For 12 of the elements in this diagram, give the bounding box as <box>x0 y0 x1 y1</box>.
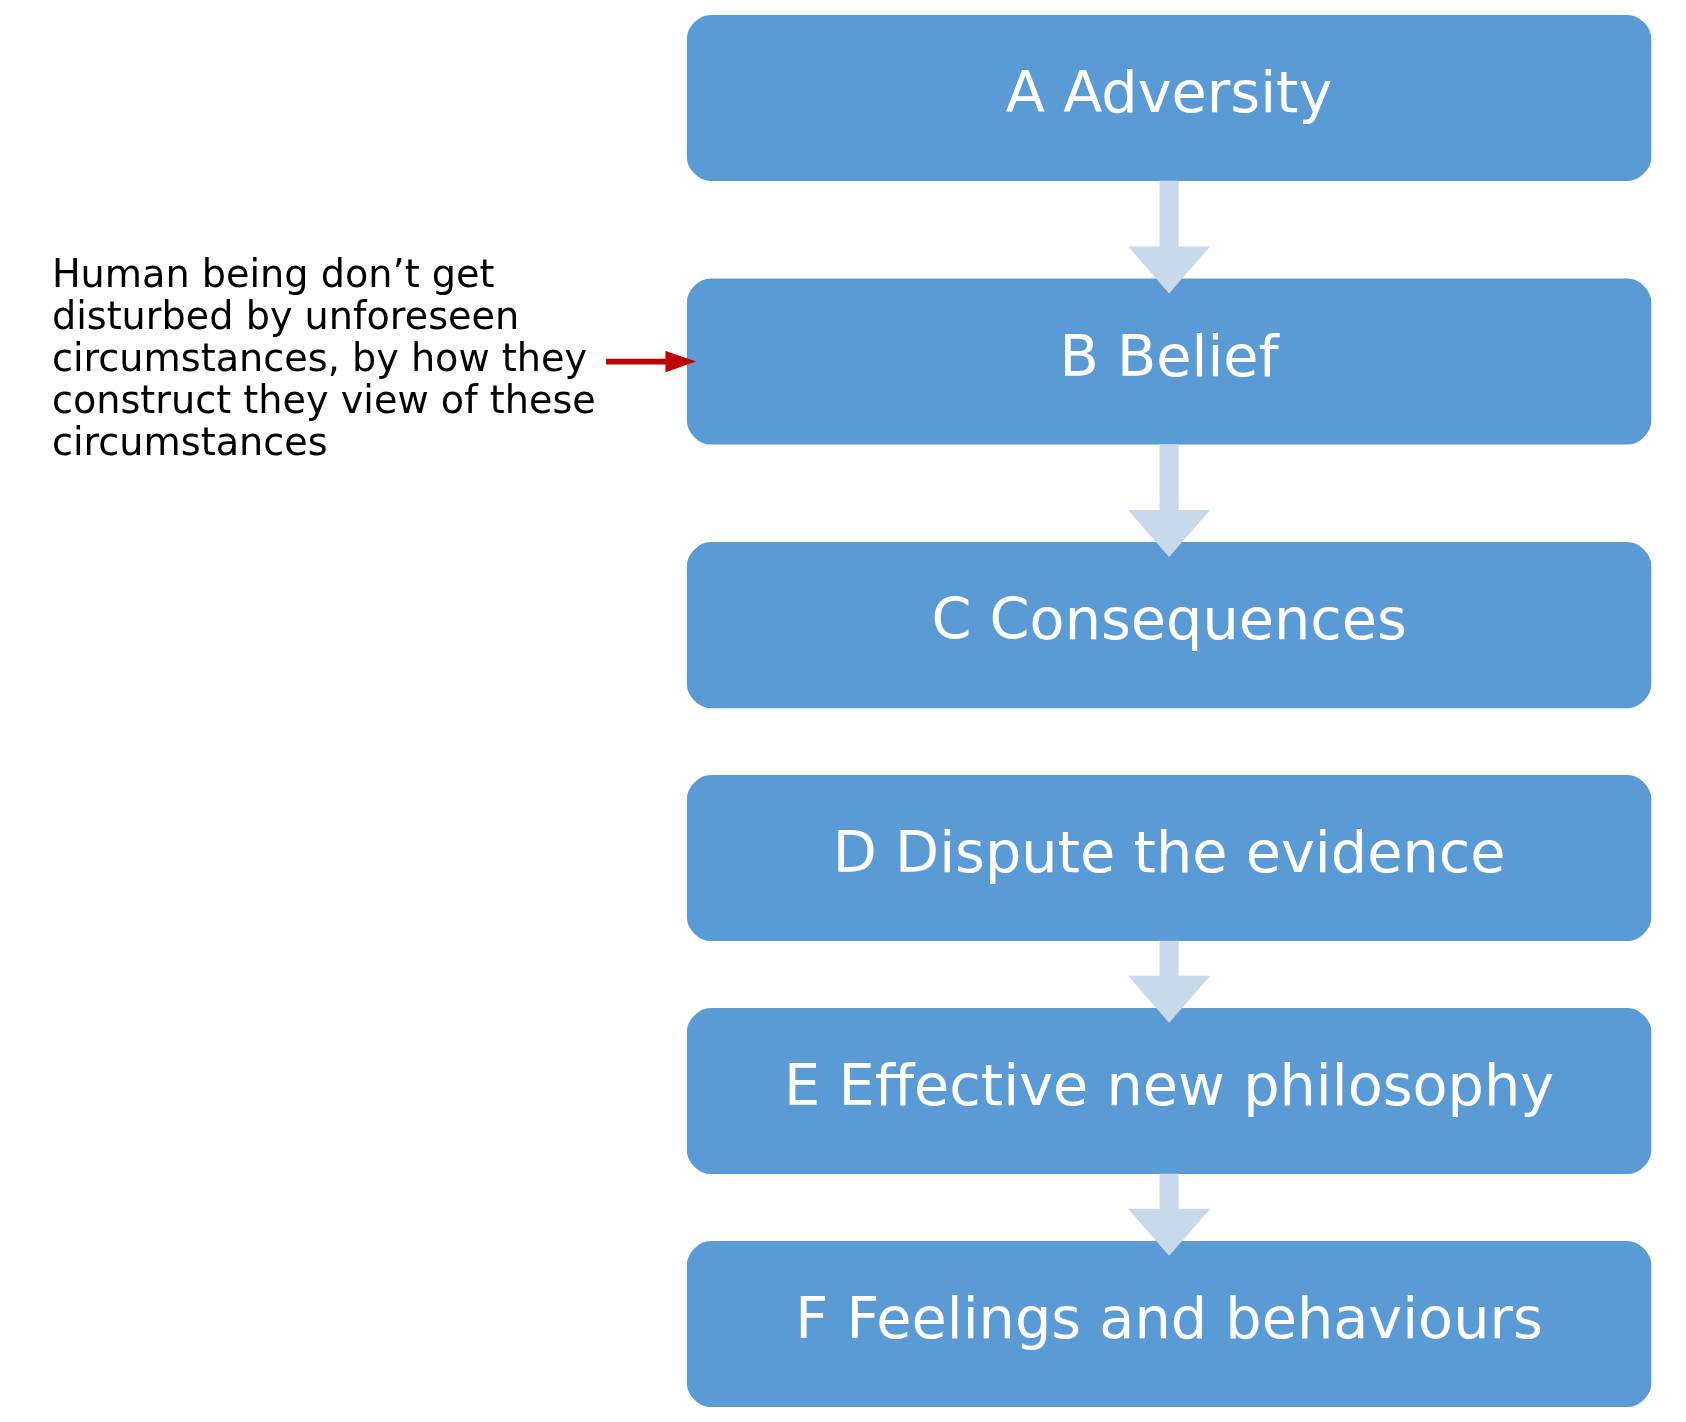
node-box: C Consequences <box>686 542 1651 709</box>
node-box: A Adversity <box>686 14 1651 182</box>
arrow <box>1127 1173 1210 1256</box>
arrow <box>1127 940 1210 1023</box>
arrow <box>605 350 696 373</box>
node-text: Human being don’t get disturbed by unforeseen circumstances, by how they construct they view of these circumstances <box>51 252 596 465</box>
node-box: F Feelings and behaviours <box>686 1240 1651 1408</box>
arrow <box>1127 180 1210 294</box>
node-box: E Effective new philosophy <box>686 1007 1651 1175</box>
arrow <box>1127 444 1210 557</box>
node-box: D Dispute the evidence <box>686 774 1651 942</box>
node-box: B Belief <box>686 278 1651 445</box>
